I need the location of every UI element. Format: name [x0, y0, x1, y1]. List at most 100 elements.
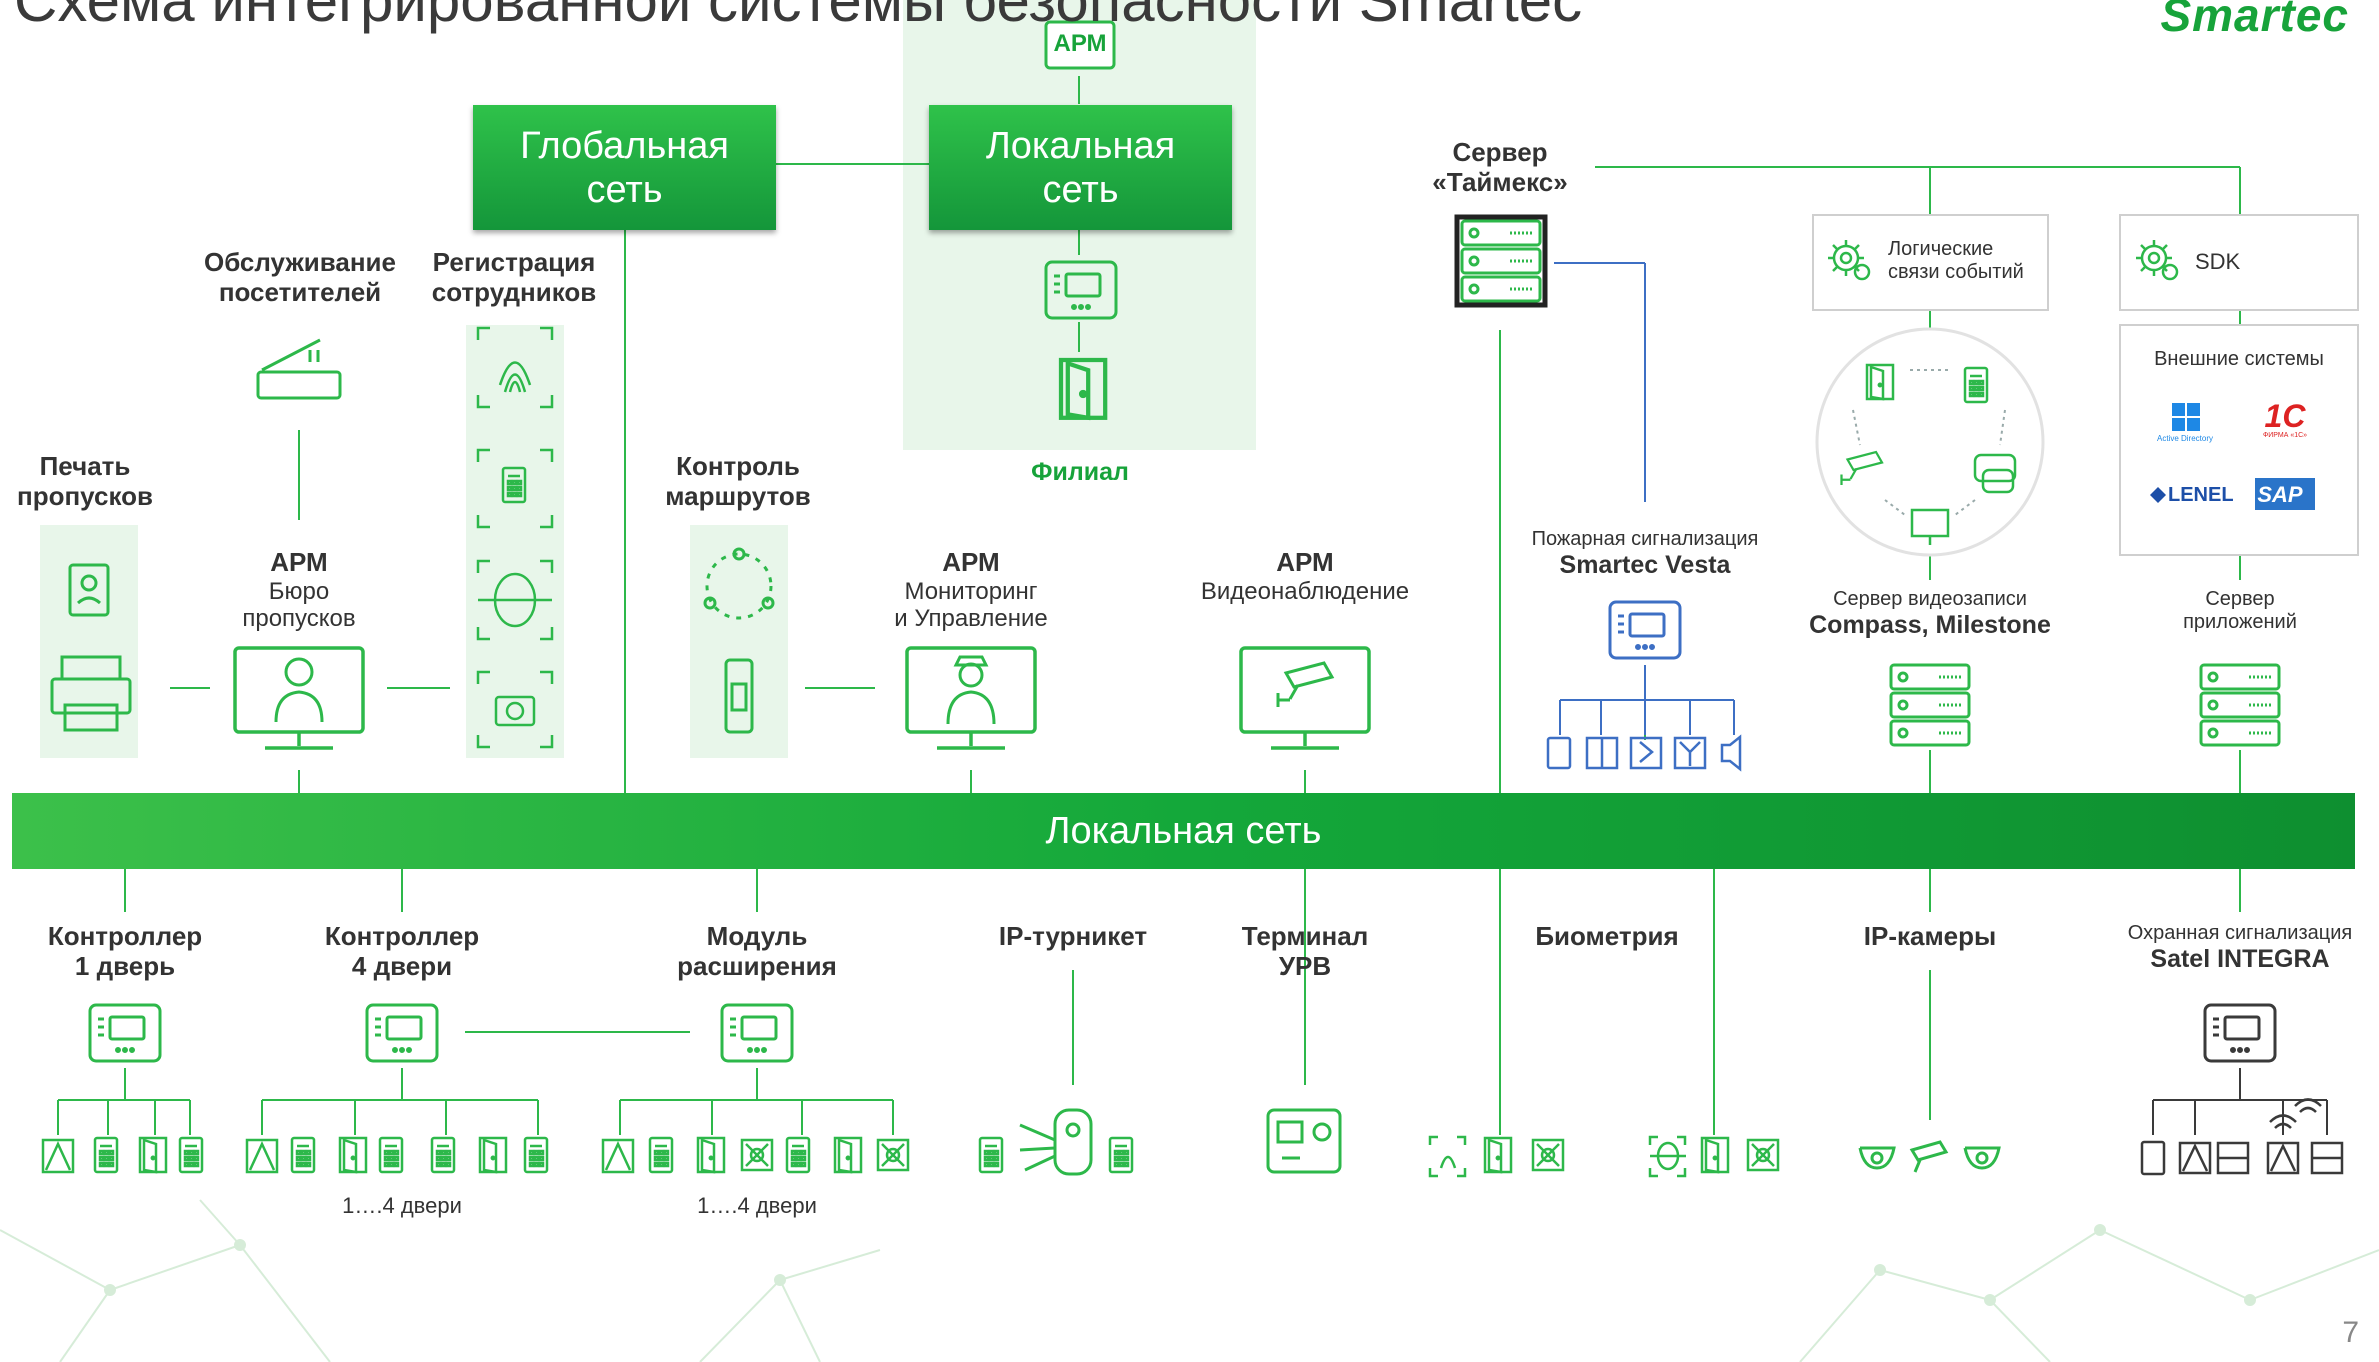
sap-logo: SAP — [2257, 482, 2303, 507]
visitors-line1: Обслуживание — [203, 247, 397, 277]
local-network-bus: Локальная сеть — [12, 793, 2355, 869]
page-title: Схема интегрированной системы безопаснос… — [14, 0, 1583, 34]
local-network-line2: сеть — [1042, 168, 1119, 211]
visitors-label: Обслуживание посетителей — [180, 247, 420, 308]
turnstile-icon — [978, 1108, 1134, 1176]
photo-camera-icon — [476, 670, 554, 749]
biometry-label: Биометрия — [1535, 921, 1679, 951]
windows-logo-icon — [2172, 403, 2200, 431]
local-network-box: Локальная сеть — [929, 105, 1232, 230]
video-server-line2: Compass, Milestone — [1809, 611, 2051, 639]
external-title: Внешние системы — [2154, 348, 2324, 370]
ctrl4-devices — [245, 1136, 549, 1174]
module-label: Модуль расширения — [657, 921, 857, 982]
timex-server-icon — [1454, 214, 1548, 308]
ctrl1-label: Контроллер 1 дверь — [25, 921, 225, 982]
route-panel — [690, 525, 788, 758]
app-server-icon — [2199, 663, 2281, 747]
ip-camera-devices — [1858, 1140, 2001, 1173]
smartec-logo: Smartec — [2160, 0, 2349, 41]
onec-sub: ФИРМА «1С» — [2262, 432, 2308, 439]
arm-video-line1: Видеонаблюдение — [1200, 577, 1410, 605]
pass-print-panel — [40, 525, 138, 758]
keypad-icon — [476, 448, 554, 529]
branch-label: Филиал — [1031, 458, 1129, 486]
scanner-icon — [256, 338, 342, 400]
satel-lines — [2152, 1068, 2328, 1135]
module-devices — [601, 1136, 910, 1174]
fingerprint-icon — [476, 326, 554, 409]
arm-video-monitor-icon — [1239, 646, 1371, 750]
route-ctrl-label: Контроль маршрутов — [638, 451, 838, 512]
app-server-label: Сервер приложений — [2140, 588, 2340, 634]
ctrl4-line1: Контроллер — [324, 921, 480, 951]
ctrl1-line1: Контроллер — [47, 921, 203, 951]
local-network-line1: Локальная — [985, 125, 1176, 167]
connection-lines — [57, 76, 2241, 1135]
app-server-line1: Сервер — [2205, 588, 2275, 610]
lenel-logo-icon — [2150, 487, 2166, 503]
satel-line1: Охранная сигнализация — [2127, 922, 2353, 944]
route-ctrl-line1: Контроль — [676, 451, 800, 481]
arm-bureau-line1: Бюро — [268, 577, 330, 605]
arm-monitor-line1: Мониторинг — [904, 577, 1038, 605]
logic-box-frame — [1812, 214, 2049, 311]
branch-arm-badge: АРМ — [1053, 30, 1107, 57]
module-line1: Модуль — [706, 921, 808, 951]
module-line2: расширения — [677, 950, 837, 981]
ctrl1-devices — [41, 1136, 204, 1174]
arm-bureau-label: АРМ Бюро пропусков — [199, 547, 399, 633]
route-reader-icon — [724, 658, 754, 734]
guard-icon — [946, 655, 996, 725]
arm-bureau-monitor-icon — [233, 646, 365, 750]
arm-video-title: АРМ — [1276, 547, 1334, 577]
global-network-box: Глобальная сеть — [473, 105, 776, 230]
arm-monitor-title: АРМ — [942, 547, 1000, 577]
sdk-label: SDK — [2195, 249, 2241, 274]
biometry-devices — [1428, 1135, 1780, 1178]
page-number: 7 — [2342, 1316, 2359, 1349]
active-directory-label: Active Directory — [2156, 434, 2213, 443]
terminal-label: Терминал УРВ — [1205, 921, 1405, 982]
badge-icon — [68, 563, 110, 617]
video-server-line1: Сервер видеозаписи — [1833, 588, 2027, 610]
branch-arm-badge-frame — [1044, 20, 1116, 70]
route-points-icon — [703, 547, 775, 620]
timex-line1: Сервер — [1452, 137, 1548, 167]
arm-bureau-title: АРМ — [270, 547, 328, 577]
module-note: 1….4 двери — [697, 1193, 817, 1218]
global-network-line1: Глобальная — [520, 125, 729, 167]
satel-devices — [2140, 1098, 2344, 1176]
satel-controller-icon — [2203, 1003, 2277, 1063]
external-box-frame — [2119, 324, 2359, 556]
module-icon — [720, 1003, 794, 1063]
ctrl4-line2: 4 двери — [351, 950, 453, 981]
ctrl1-icon — [88, 1003, 162, 1063]
turnstile-label: IP-турникет — [998, 921, 1148, 951]
arm-video-label: АРМ Видеонаблюдение — [1190, 547, 1420, 605]
logic-line2: связи событий — [1888, 261, 2024, 283]
pass-print-line1: Печать — [39, 451, 131, 481]
app-server-line2: приложений — [2183, 611, 2297, 633]
terminal-line2: УРВ — [1278, 950, 1332, 981]
satel-label: Охранная сигнализация Satel INTEGRA — [2100, 922, 2379, 974]
logic-line1: Логические — [1888, 238, 1994, 260]
fire-line1: Пожарная сигнализация — [1531, 528, 1759, 550]
ipcam-label: IP-камеры — [1863, 921, 1997, 951]
visitors-line2: посетителей — [218, 276, 382, 307]
video-server-label: Сервер видеозаписи Compass, Milestone — [1780, 588, 2080, 640]
person-icon — [274, 657, 324, 723]
staff-reg-label: Регистрация сотрудников — [414, 247, 614, 308]
sap-logo-icon — [2255, 478, 2315, 510]
ctrl1-line2: 1 дверь — [74, 950, 176, 981]
onec-logo: 1С — [2264, 398, 2306, 434]
fire-line2: Smartec Vesta — [1559, 551, 1731, 579]
logic-label: Логические связи событий — [1888, 238, 2024, 284]
printer-icon — [50, 655, 132, 732]
arm-bureau-line2: пропусков — [242, 605, 356, 633]
global-network-line2: сеть — [586, 168, 663, 211]
fire-label: Пожарная сигнализация Smartec Vesta — [1490, 528, 1800, 580]
staff-reg-line2: сотрудников — [431, 276, 597, 307]
sdk-box-frame — [2119, 214, 2359, 311]
